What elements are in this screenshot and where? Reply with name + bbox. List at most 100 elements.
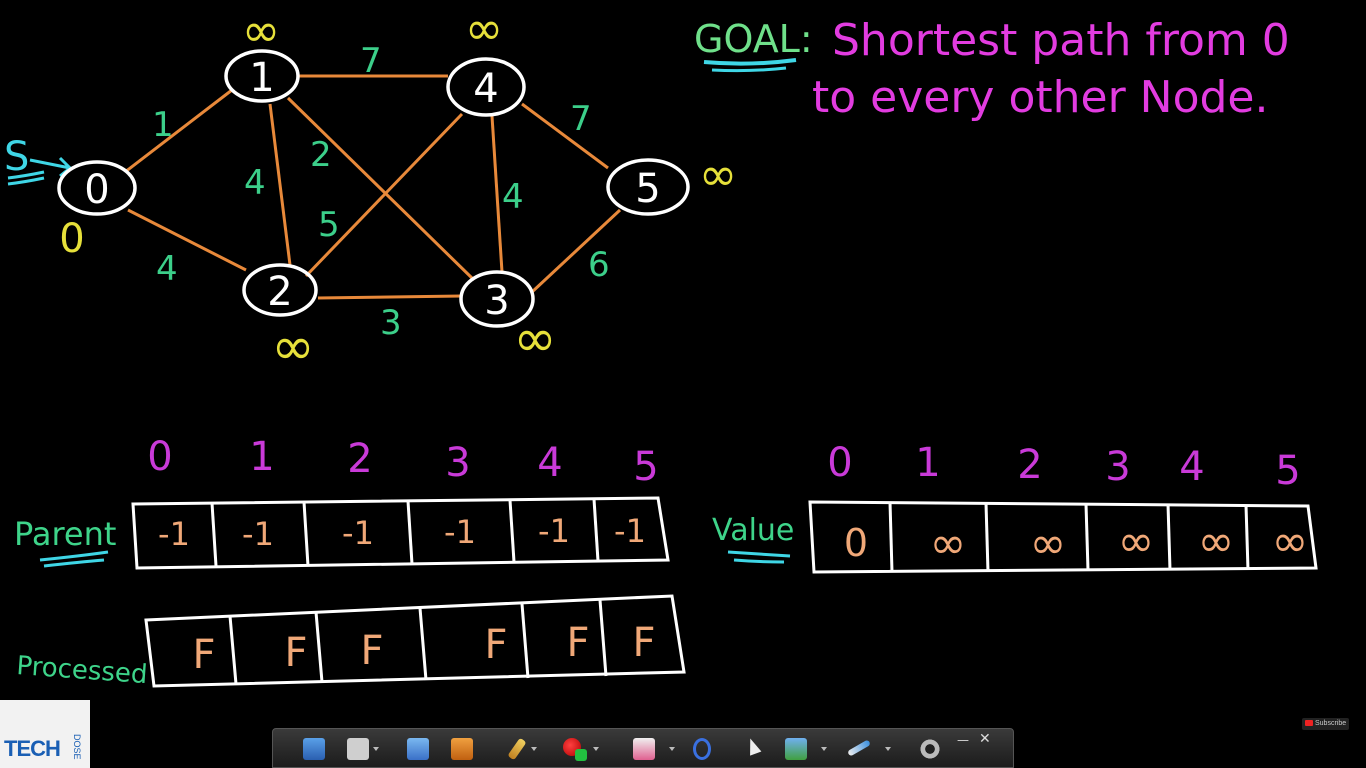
weight-1-3: 2 <box>310 135 332 175</box>
source-label: S <box>4 134 29 180</box>
settings-gear-icon[interactable] <box>919 738 941 760</box>
undo-icon[interactable] <box>407 738 429 760</box>
parent-index-1: 1 <box>249 434 274 480</box>
processed-cell-5: F <box>632 620 655 666</box>
value-array-box <box>808 500 1318 574</box>
node-4-label: 4 <box>473 66 498 112</box>
processed-cell-4: F <box>566 620 589 666</box>
goal-label-underline-2 <box>711 66 787 73</box>
youtube-icon <box>1305 720 1313 727</box>
processed-cell-2: F <box>360 628 383 674</box>
chevron-down-icon[interactable] <box>593 747 599 751</box>
edge-2-3 <box>317 294 463 300</box>
source-underline <box>7 170 45 186</box>
value-cell-5: ∞ <box>1272 516 1309 567</box>
parent-cell-2: -1 <box>342 514 374 552</box>
weight-1-2: 4 <box>244 163 266 203</box>
node-1 <box>224 49 300 103</box>
value-cell-3: ∞ <box>1118 516 1155 567</box>
edge-0-2 <box>127 208 247 272</box>
channel-logo: TECH DOSE <box>0 700 90 768</box>
parent-index-0: 0 <box>147 434 172 480</box>
minimize-icon[interactable]: — <box>957 733 969 747</box>
node-4-dist: ∞ <box>465 1 503 55</box>
weight-0-1: 1 <box>152 105 174 145</box>
parent-label: Parent <box>14 515 116 553</box>
processed-cell-1: F <box>284 630 307 676</box>
node-0-dist: 0 <box>59 216 84 262</box>
node-3 <box>459 270 535 328</box>
parent-index-2: 2 <box>347 436 372 482</box>
node-5-dist: ∞ <box>699 147 737 201</box>
close-icon[interactable]: ✕ <box>979 731 991 747</box>
pointer-icon[interactable] <box>744 736 762 756</box>
value-index-5: 5 <box>1275 448 1300 494</box>
value-cell-1: ∞ <box>930 518 967 569</box>
node-3-label: 3 <box>484 278 509 324</box>
parent-label-underline <box>39 550 109 568</box>
parent-cell-4: -1 <box>538 512 570 550</box>
graph-edges <box>124 74 622 300</box>
weight-2-4: 5 <box>318 205 340 245</box>
node-0 <box>57 160 137 216</box>
line-tool-icon[interactable] <box>847 739 871 757</box>
value-label-underline <box>727 550 791 564</box>
parent-array-box <box>131 496 670 570</box>
logo-subtext: DOSE <box>72 734 82 760</box>
node-4 <box>446 57 526 117</box>
select-tool-icon[interactable] <box>303 738 325 760</box>
parent-cell-5: -1 <box>614 512 646 550</box>
subscribe-button[interactable]: Subscribe <box>1302 718 1350 730</box>
node-5-label: 5 <box>635 166 660 212</box>
node-1-label: 1 <box>249 55 274 101</box>
node-3-dist: ∞ <box>513 309 556 369</box>
weight-4-3: 4 <box>502 177 524 217</box>
goal-text-line2: to every other Node. <box>812 72 1268 123</box>
node-1-dist: ∞ <box>242 3 280 57</box>
edge-4-5 <box>521 102 609 170</box>
edge-4-3 <box>490 115 504 273</box>
goal-label: GOAL: <box>694 17 813 61</box>
redo-icon[interactable] <box>451 738 473 760</box>
parent-index-4: 4 <box>537 440 562 486</box>
value-index-0: 0 <box>827 440 852 486</box>
weight-4-5: 7 <box>570 99 592 139</box>
pen-icon[interactable] <box>507 737 527 761</box>
lasso-icon[interactable] <box>693 738 711 760</box>
parent-index-5: 5 <box>633 444 658 490</box>
subscribe-label: Subscribe <box>1315 720 1347 727</box>
value-cell-0: 0 <box>844 521 868 565</box>
processed-cell-3: F <box>484 622 507 668</box>
logo-text: TECH <box>4 736 61 761</box>
chevron-down-icon[interactable] <box>531 747 537 751</box>
weight-0-2: 4 <box>156 249 178 289</box>
edge-3-5 <box>530 208 622 294</box>
value-cell-2: ∞ <box>1030 518 1067 569</box>
parent-index-3: 3 <box>445 440 470 486</box>
node-2-dist: ∞ <box>271 317 314 377</box>
value-index-3: 3 <box>1105 444 1130 490</box>
eraser-icon[interactable] <box>633 738 655 760</box>
node-0-label: 0 <box>84 167 109 213</box>
node-2-label: 2 <box>267 269 292 315</box>
weight-1-4: 7 <box>360 41 382 81</box>
parent-cell-1: -1 <box>242 515 274 553</box>
node-5 <box>606 158 690 216</box>
chevron-down-icon[interactable] <box>373 747 379 751</box>
color-swatch-icon <box>575 749 587 761</box>
value-index-2: 2 <box>1017 442 1042 488</box>
edge-1-3 <box>286 96 476 282</box>
processed-cell-0: F <box>192 632 215 678</box>
processed-array-box <box>144 594 686 688</box>
chevron-down-icon[interactable] <box>821 747 827 751</box>
value-cell-4: ∞ <box>1198 516 1235 567</box>
page-tool-icon[interactable] <box>347 738 369 760</box>
processed-label: Processed <box>16 651 149 690</box>
image-icon[interactable] <box>785 738 807 760</box>
edge-2-4 <box>304 112 464 278</box>
chevron-down-icon[interactable] <box>669 747 675 751</box>
node-2 <box>242 263 318 317</box>
chevron-down-icon[interactable] <box>885 747 891 751</box>
drawing-toolbar: — ✕ <box>272 728 1014 768</box>
